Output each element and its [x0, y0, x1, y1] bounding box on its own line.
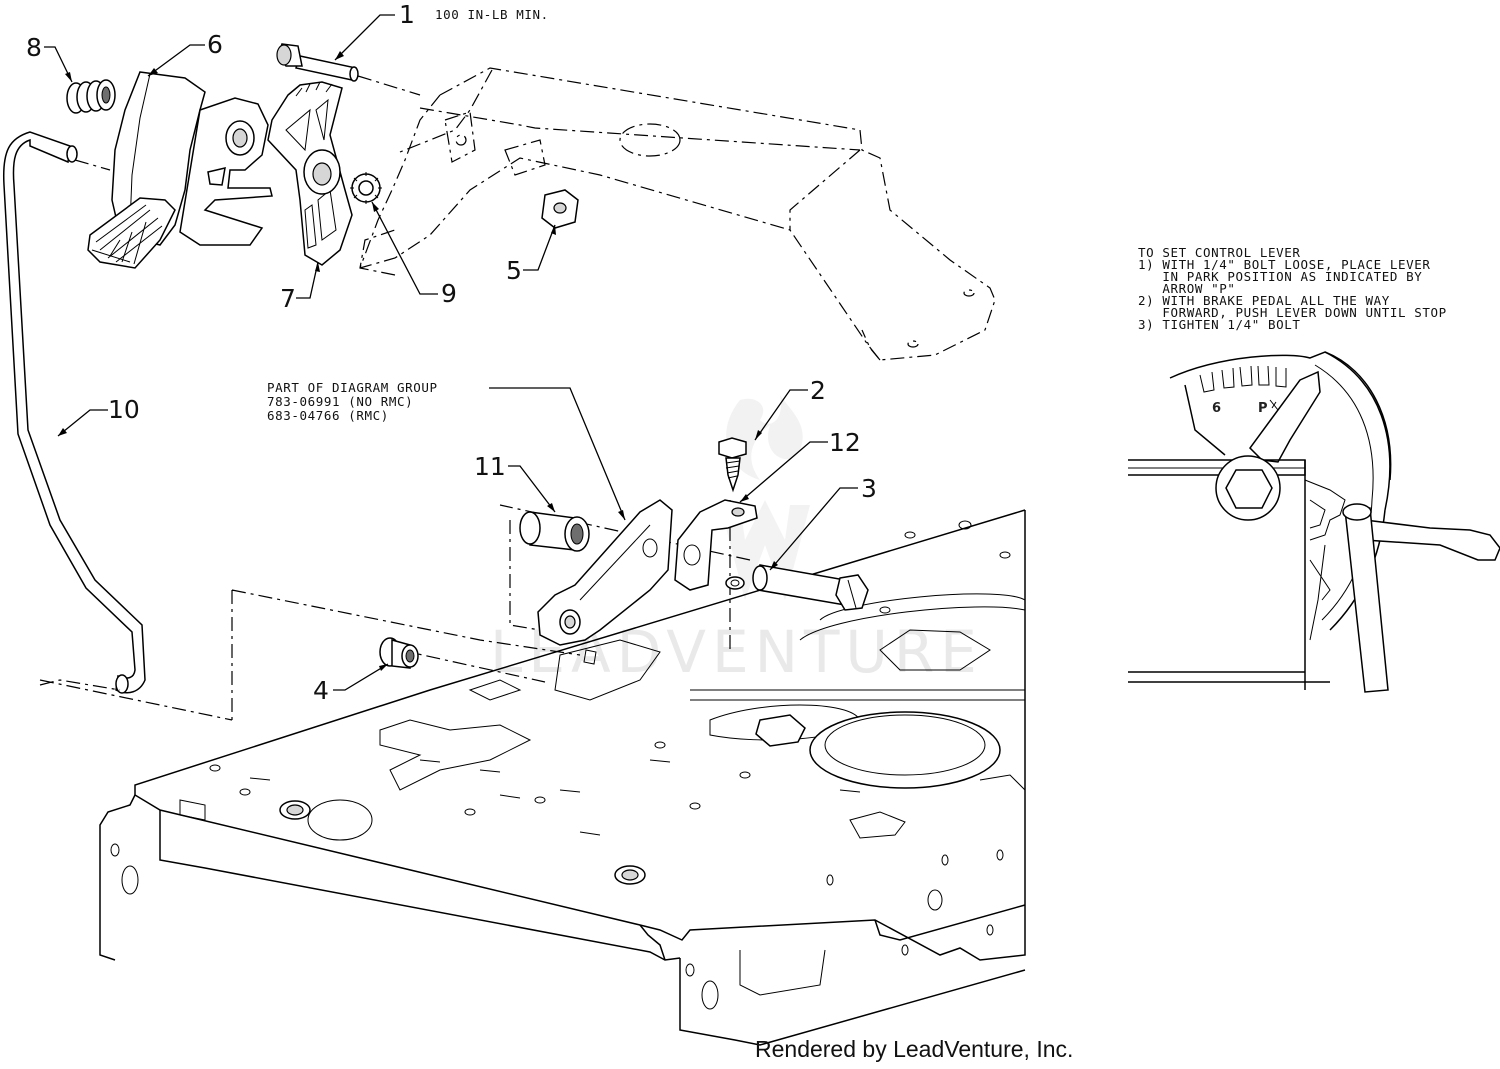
part-7-gear-sector [267, 81, 353, 266]
footer-credit: Rendered by LeadVenture, Inc. [755, 1036, 1074, 1062]
main-frame-plate [99, 509, 1026, 1046]
callout-7: 7 [280, 284, 296, 313]
part-11-bushing [519, 511, 590, 552]
part-4-flange-bushing [379, 637, 419, 669]
callout-10: 10 [108, 395, 140, 424]
group-note: PART OF DIAGRAM GROUP 783-06991 (NO RMC)… [267, 380, 438, 423]
part-5-nut-plate [541, 189, 579, 229]
callout-6: 6 [207, 30, 223, 59]
part-8-spring [66, 79, 116, 114]
upper-frame-bracket [359, 67, 996, 361]
detail-mark-p: P [1258, 401, 1268, 416]
callout-11: 11 [474, 452, 506, 481]
part-12-bracket [674, 499, 758, 591]
callout-leaders [44, 14, 858, 691]
part-1-bolt [276, 43, 421, 96]
group-note-line-1: PART OF DIAGRAM GROUP [267, 380, 438, 395]
part-6-lever-housing [74, 71, 273, 269]
callout-12: 12 [829, 428, 861, 457]
instruction-line-2: IN PARK POSITION AS INDICATED BY [1138, 269, 1422, 284]
callout-9: 9 [441, 279, 457, 308]
part-3-pin [752, 564, 869, 611]
part-10-shift-rod [2, 131, 146, 694]
part-9-star-washer [350, 172, 382, 204]
callout-2: 2 [810, 376, 826, 405]
group-note-line-3: 683-04766 (RMC) [267, 408, 389, 423]
detail-mark-6: 6 [1212, 401, 1221, 416]
instructions-block: TO SET CONTROL LEVER 1) WITH 1/4" BOLT L… [1138, 245, 1447, 332]
group-note-line-2: 783-06991 (NO RMC) [267, 394, 413, 409]
torque-note: 100 IN-LB MIN. [435, 7, 549, 22]
callout-5: 5 [506, 256, 522, 285]
callout-numbers: 1 2 3 4 5 6 7 8 9 10 11 12 [26, 0, 877, 705]
instruction-line-3: ARROW "P" [1138, 281, 1236, 296]
instruction-line-5: FORWARD, PUSH LEVER DOWN UNTIL STOP [1138, 305, 1447, 320]
detail-view-control-lever: 6 P [1128, 351, 1500, 693]
callout-4: 4 [313, 676, 329, 705]
callout-8: 8 [26, 33, 42, 62]
callout-3: 3 [861, 474, 877, 503]
instruction-line-4: 2) WITH BRAKE PEDAL ALL THE WAY [1138, 293, 1390, 308]
small-nut [583, 576, 745, 665]
callout-1: 1 [399, 0, 415, 29]
instruction-line-1: 1) WITH 1/4" BOLT LOOSE, PLACE LEVER [1138, 257, 1431, 272]
instructions-title: TO SET CONTROL LEVER [1138, 245, 1301, 260]
part-2-screw [718, 437, 747, 493]
instruction-line-6: 3) TIGHTEN 1/4" BOLT [1138, 317, 1301, 332]
pivot-arm-assembly [537, 499, 673, 646]
